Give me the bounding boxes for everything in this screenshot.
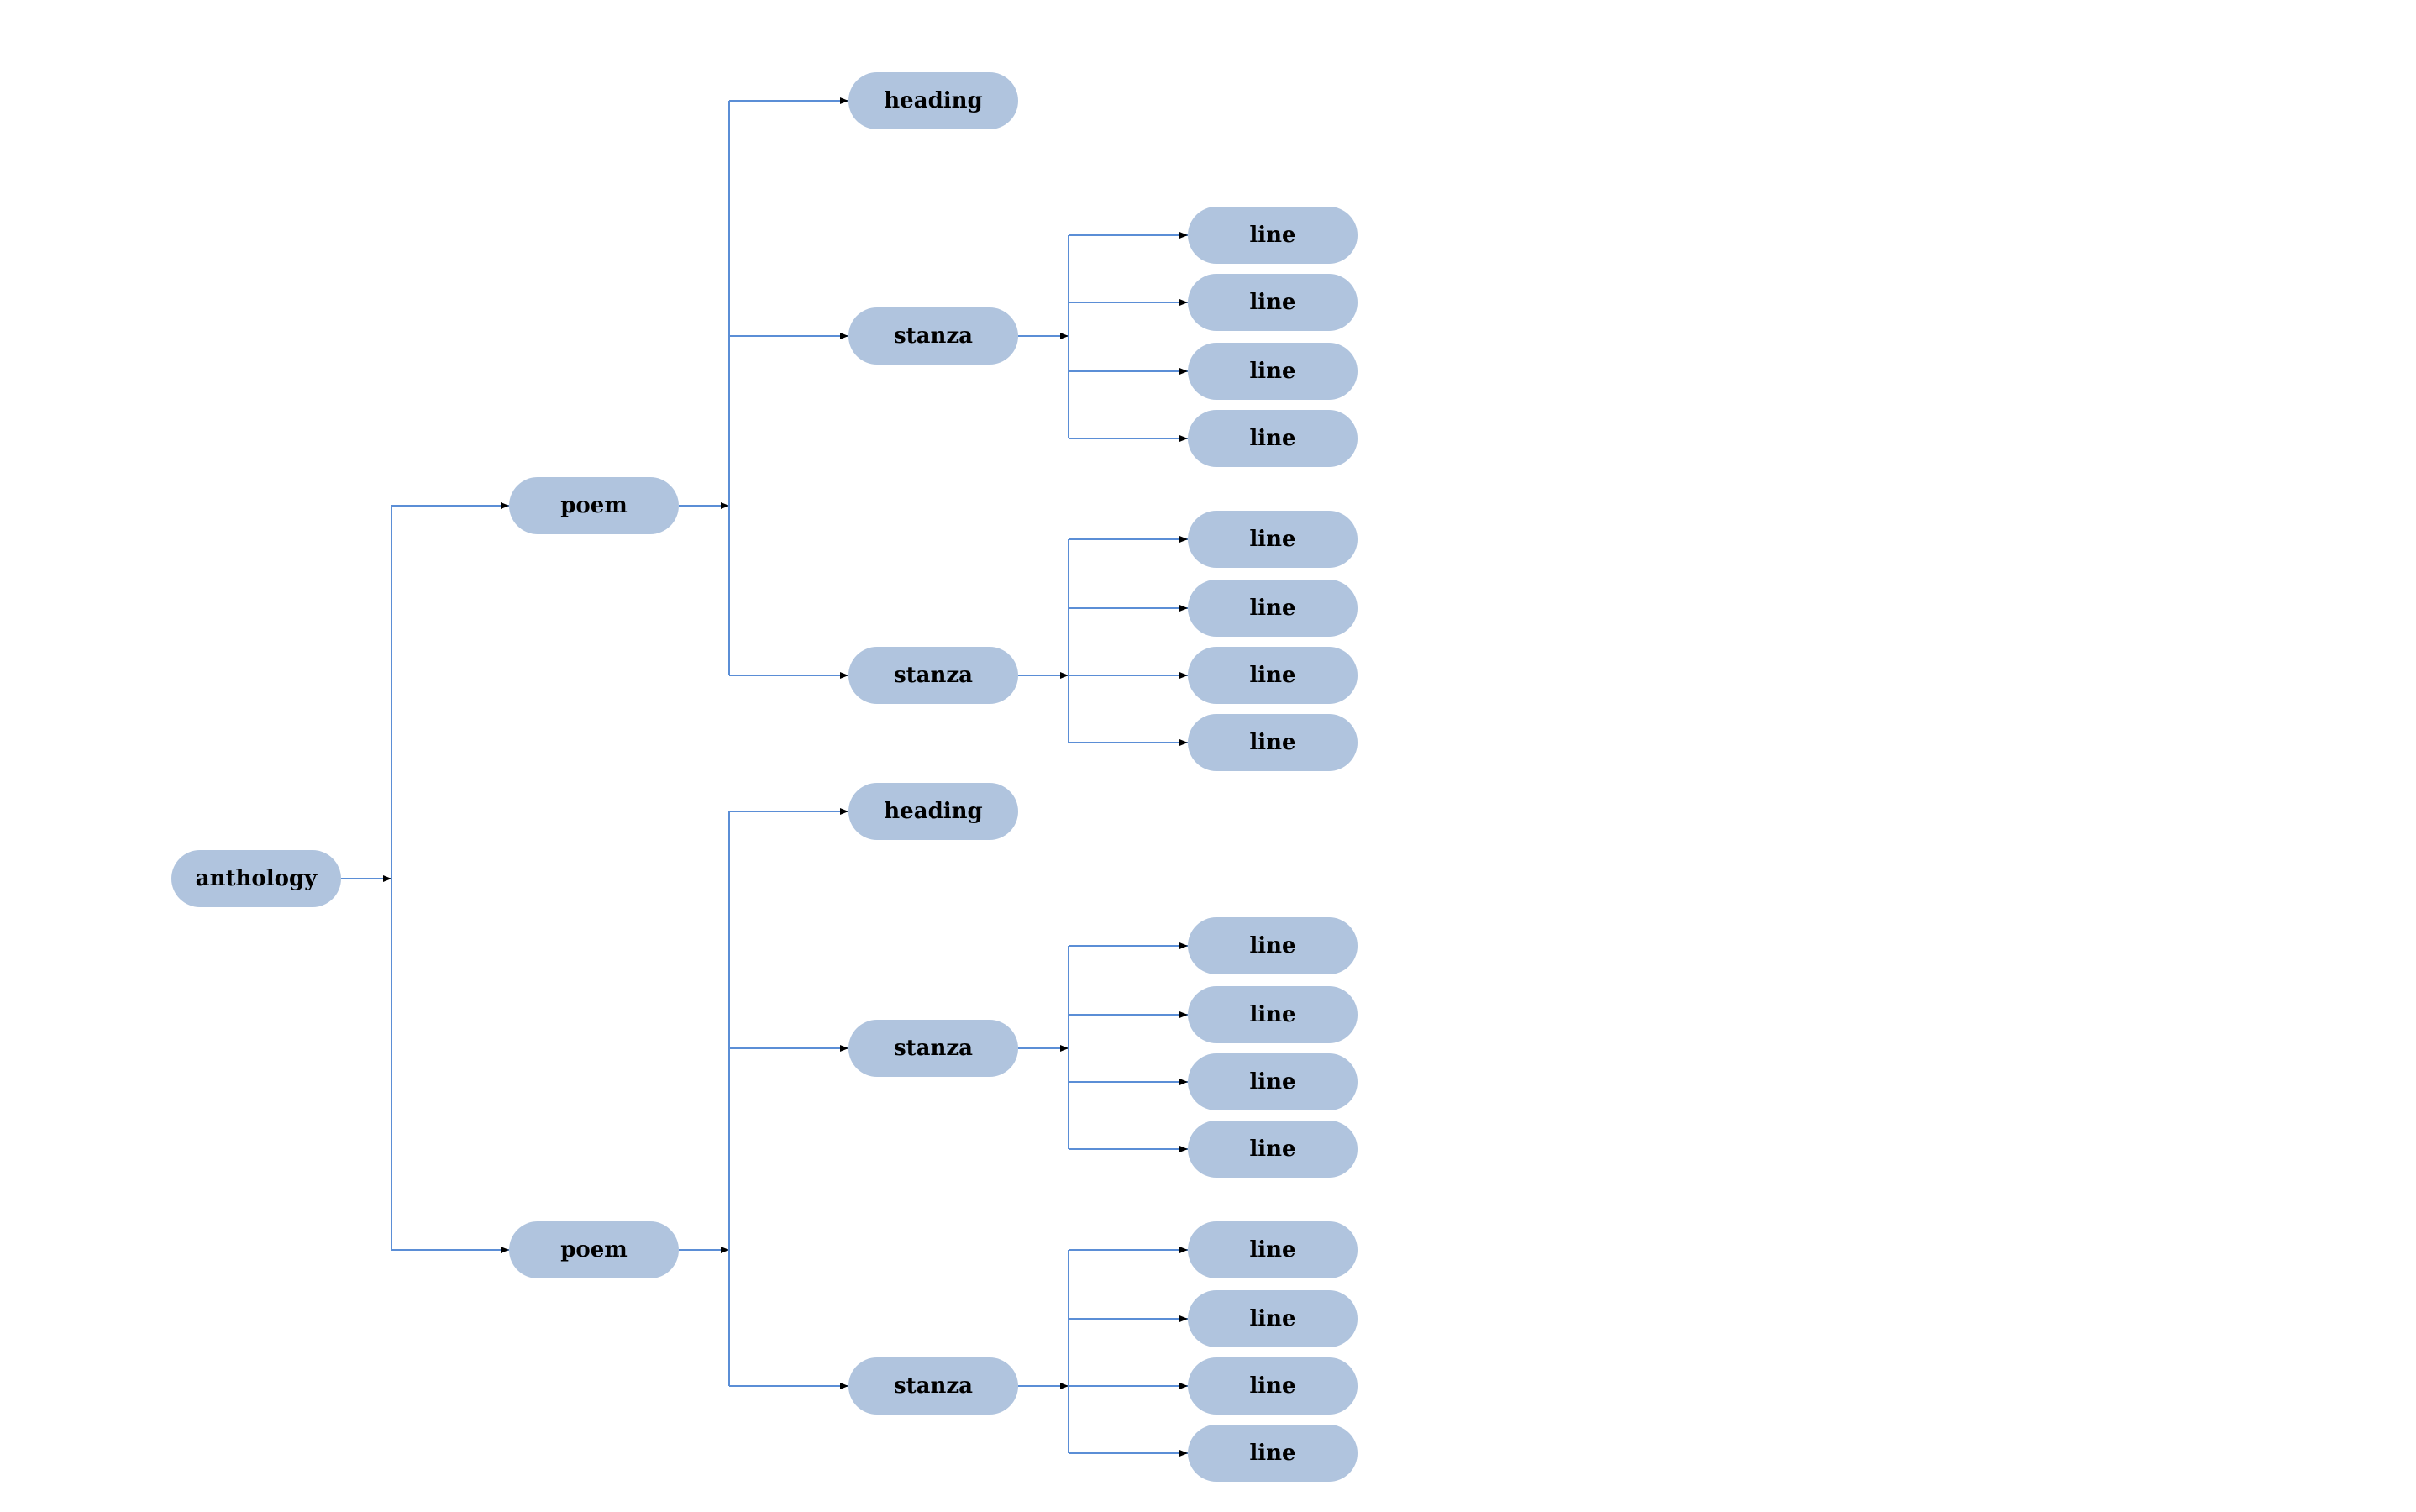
- node-line-2-1-4: line: [1188, 1121, 1358, 1178]
- node-line-2-1-3: line: [1188, 1053, 1358, 1110]
- node-line-1-2-1: line: [1188, 511, 1358, 568]
- node-stanza-2-3: stanza: [848, 1357, 1018, 1415]
- node-line-2-2-3: line: [1188, 1357, 1358, 1415]
- node-line-1-1-4: line: [1188, 410, 1358, 467]
- node-heading-2-1: heading: [848, 783, 1018, 840]
- edges-layer: [341, 97, 1188, 1457]
- node-stanza-1-3: stanza: [848, 647, 1018, 704]
- node-line-1-1-3: line: [1188, 343, 1358, 400]
- node-line-2-1-2: line: [1188, 986, 1358, 1043]
- node-line-1-2-2: line: [1188, 580, 1358, 637]
- node-line-1-1-2: line: [1188, 274, 1358, 331]
- node-stanza-2-2: stanza: [848, 1020, 1018, 1077]
- node-poem-1: poem: [509, 477, 679, 534]
- node-heading-1-1: heading: [848, 72, 1018, 129]
- node-anthology: anthology: [171, 850, 341, 907]
- node-line-2-2-4: line: [1188, 1425, 1358, 1482]
- node-stanza-1-2: stanza: [848, 307, 1018, 365]
- node-line-1-2-3: line: [1188, 647, 1358, 704]
- node-line-1-2-4: line: [1188, 714, 1358, 771]
- node-line-1-1-1: line: [1188, 207, 1358, 264]
- node-line-2-2-1: line: [1188, 1221, 1358, 1278]
- node-poem-2: poem: [509, 1221, 679, 1278]
- node-line-2-2-2: line: [1188, 1290, 1358, 1347]
- node-line-2-1-1: line: [1188, 917, 1358, 974]
